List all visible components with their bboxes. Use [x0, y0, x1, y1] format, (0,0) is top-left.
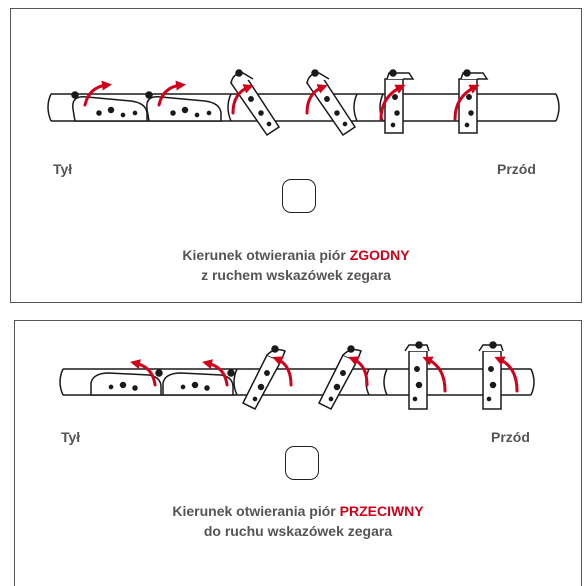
checkbox-clockwise[interactable] [282, 179, 316, 213]
blade-tilted-1 [229, 69, 281, 137]
option-counterclockwise-panel: Tył Przód Kierunek otwierania piór PRZEC… [14, 320, 582, 586]
clockwise-rotation-diagram [47, 69, 560, 137]
caption-line-2: z ruchem wskazówek zegara [201, 267, 391, 283]
label-back: Tył [61, 429, 81, 445]
option-clockwise-panel: Tył Przód Kierunek otwierania piór ZGODN… [10, 8, 582, 303]
caption-clockwise: Kierunek otwierania piór ZGODNY z ruchem… [11, 245, 581, 285]
blade-upright-1 [404, 341, 430, 410]
label-back: Tył [53, 161, 73, 177]
blade-flat-2 [145, 91, 222, 122]
blade-tilted-1 [241, 345, 286, 410]
caption-line-2: do ruchu wskazówek zegara [203, 523, 393, 539]
checkbox-counterclockwise[interactable] [285, 446, 319, 480]
caption-counterclockwise: Kierunek otwierania piór PRZECIWNY do ru… [15, 501, 581, 541]
caption-prefix: Kierunek otwierania piór [182, 247, 350, 263]
blade-tilted-2 [305, 69, 357, 137]
caption-prefix: Kierunek otwierania piór [172, 503, 340, 519]
blade-upright-2 [458, 69, 489, 134]
blade-upright-1 [384, 69, 415, 134]
rotation-arrows-counterclockwise [130, 356, 519, 393]
blade-tilted-2 [317, 345, 362, 410]
blade-flat-1 [71, 91, 148, 122]
counterclockwise-rotation-diagram [59, 341, 535, 410]
blade-flat-1 [90, 369, 163, 396]
caption-highlight-counterclockwise: PRZECIWNY [339, 503, 424, 519]
caption-highlight-clockwise: ZGODNY [349, 247, 410, 263]
label-front: Przód [497, 161, 536, 177]
label-front: Przód [491, 429, 530, 445]
blade-flat-2 [162, 369, 235, 396]
rotation-arrows-clockwise [83, 80, 480, 121]
blade-upright-2 [478, 341, 504, 410]
